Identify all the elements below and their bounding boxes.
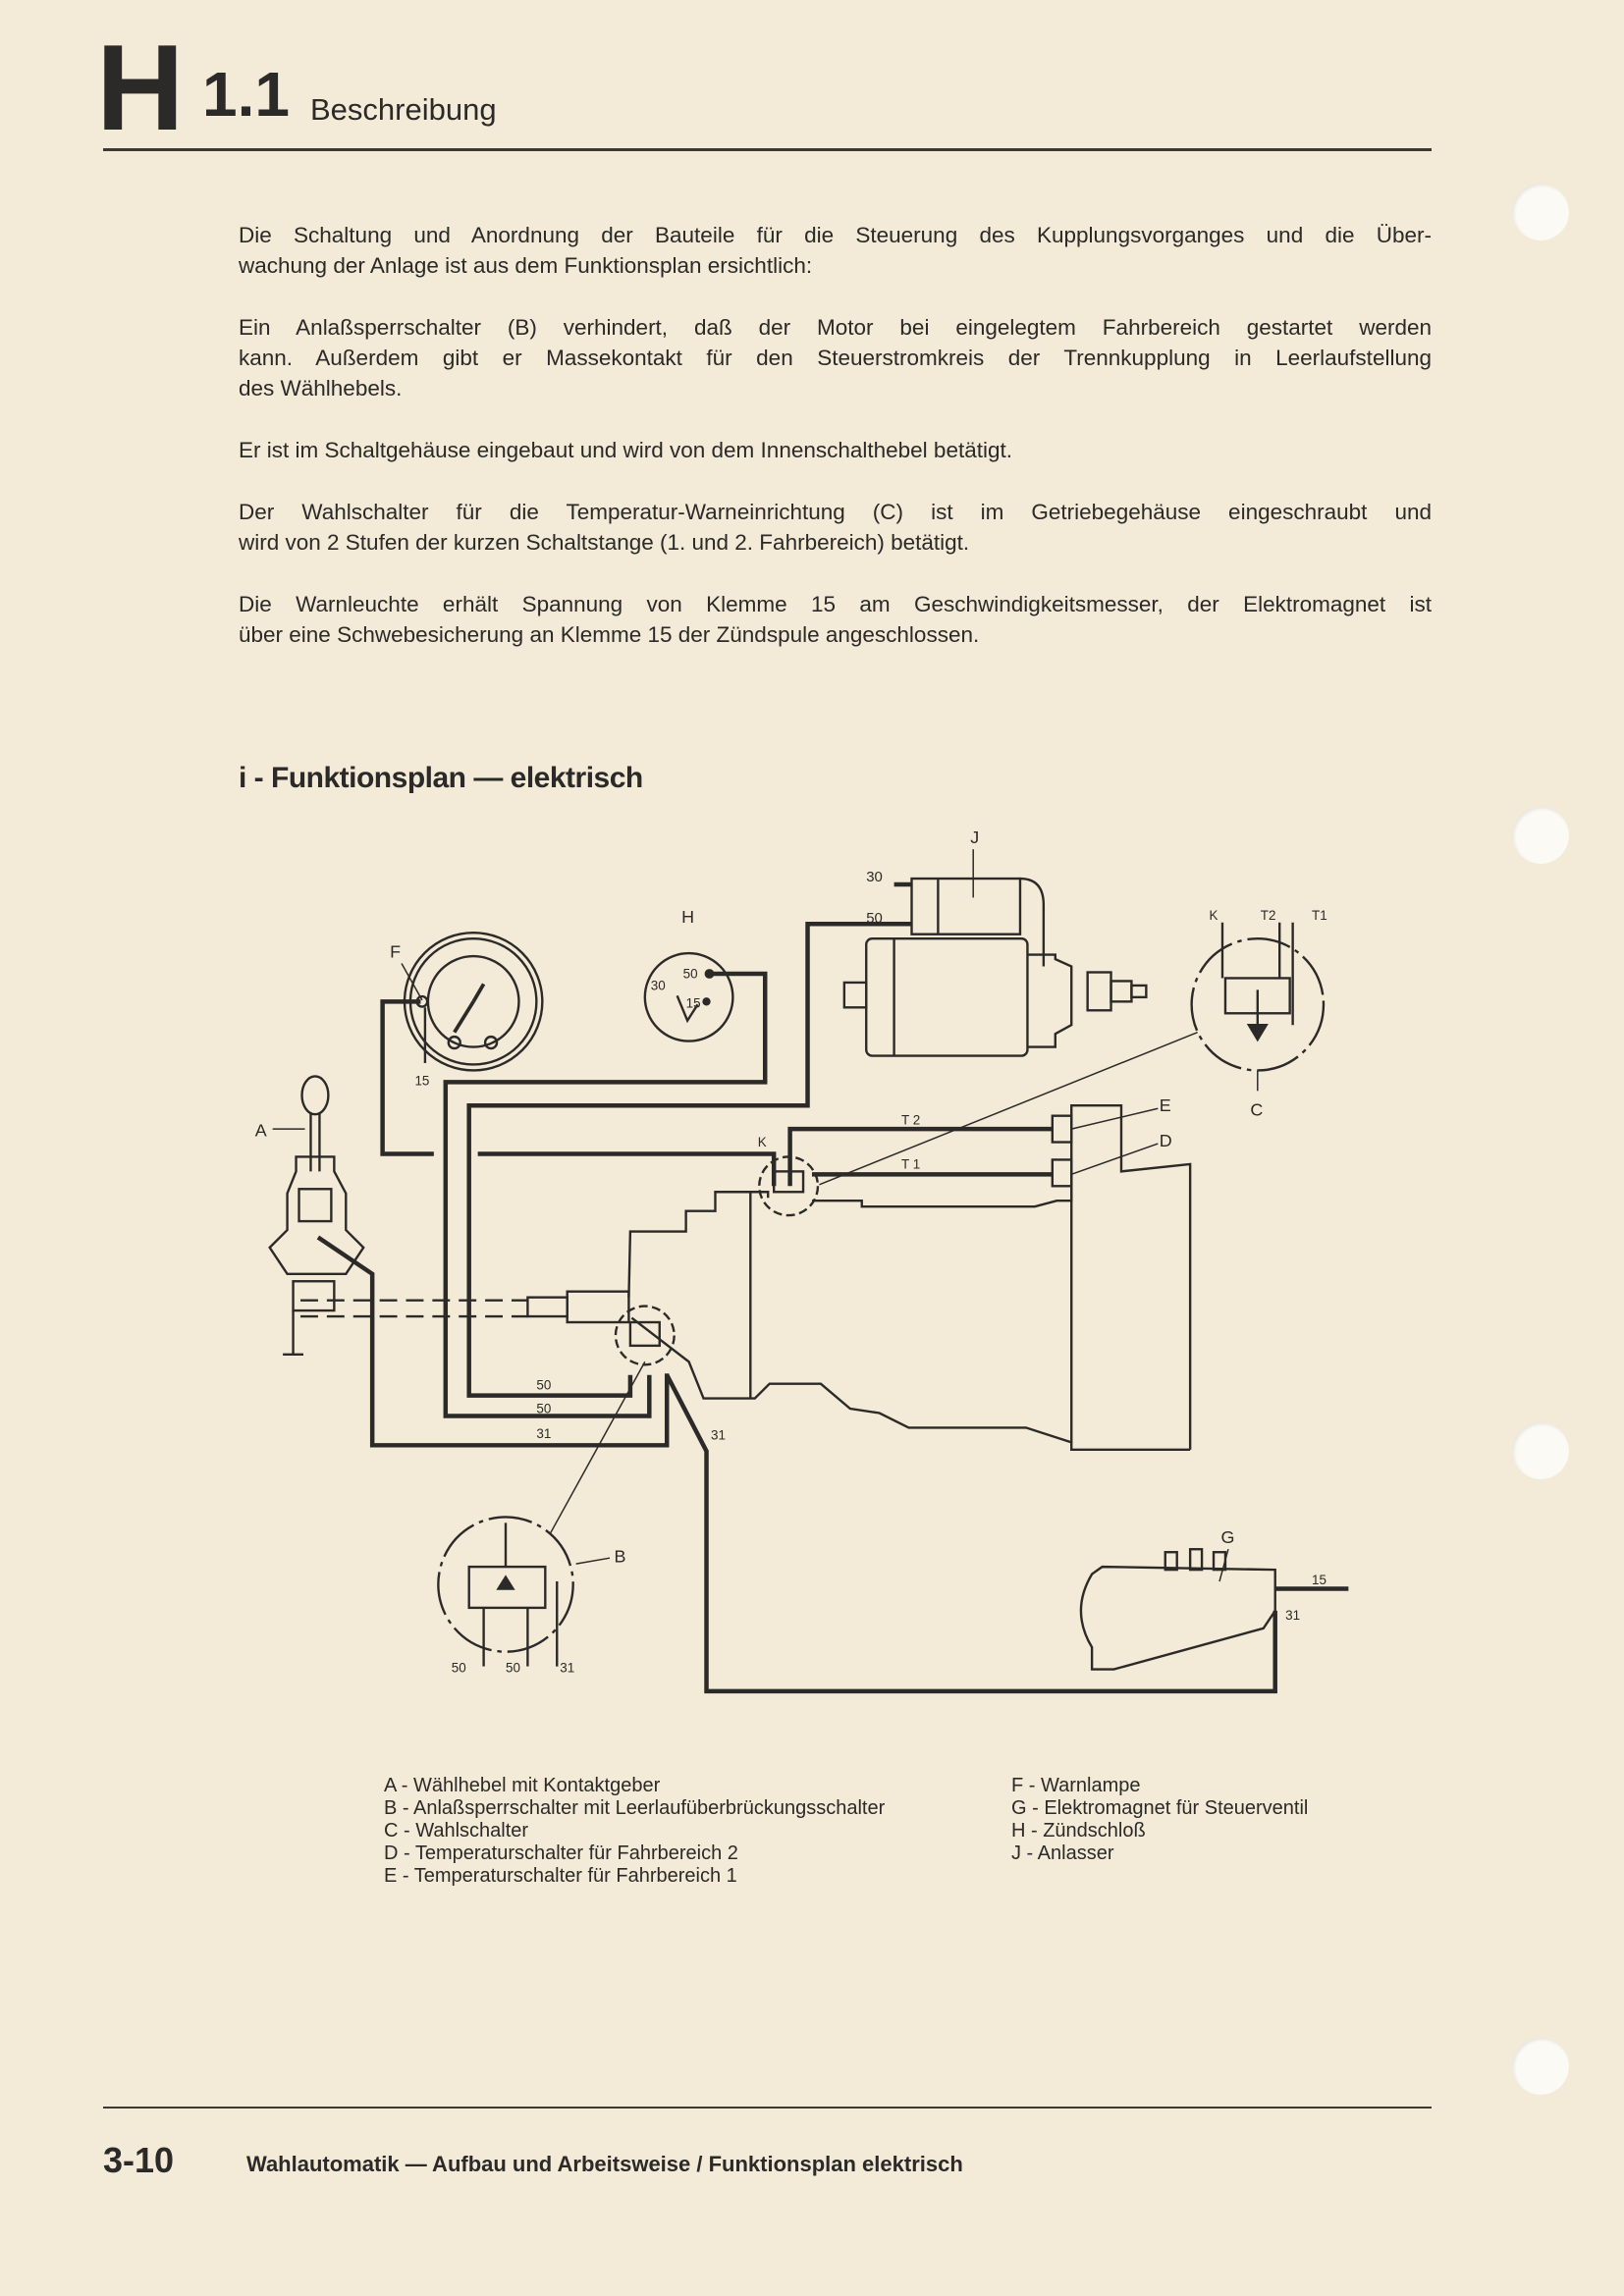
label-d: D (1160, 1131, 1172, 1150)
label-h-30: 30 (651, 978, 666, 992)
text-line: Die Warnleuchte erhält Spannung von Klem… (239, 592, 1432, 616)
warning-lamp-gauge (401, 932, 544, 1072)
paragraph: Er ist im Schaltgehäuse eingebaut und wi… (239, 435, 1432, 465)
selector-switch-detail (819, 922, 1326, 1186)
label-h: H (681, 907, 694, 927)
punch-hole (1512, 807, 1569, 864)
label-starter-50: 50 (866, 910, 883, 927)
legend-item: E - Temperaturschalter für Fahrbereich 1 (384, 1865, 737, 1887)
wire-warnlamp (380, 999, 434, 1156)
wire-starter-50 (466, 922, 912, 1398)
label-e: E (1160, 1095, 1171, 1115)
text-line: Ein Anlaßsperrschalter (B) verhindert, d… (239, 315, 1432, 340)
chapter-letter: H (96, 21, 185, 156)
label-t1: T 1 (901, 1156, 920, 1171)
header-rule (103, 148, 1432, 151)
label-wire-31: 31 (711, 1427, 726, 1442)
label-j: J (970, 828, 979, 847)
legend-item: F - Warnlampe (1011, 1775, 1141, 1796)
legend-item: D - Temperaturschalter für Fahrbereich 2 (384, 1842, 738, 1864)
label-b-31: 31 (560, 1661, 574, 1676)
section-number: 1.1 (202, 59, 290, 130)
legend-item: J - Anlasser (1011, 1842, 1114, 1864)
label-c-k: K (1210, 908, 1218, 923)
text-line: des Wählhebels. (239, 376, 403, 400)
footer-title: Wahlautomatik — Aufbau und Arbeitsweise … (246, 2152, 963, 2176)
punch-hole (1512, 184, 1569, 240)
footer-rule (103, 2107, 1432, 2109)
label-wire-31: 31 (536, 1426, 551, 1441)
label-k: K (758, 1135, 767, 1149)
label-g: G (1220, 1527, 1234, 1547)
paragraph: Die Schaltung und Anordnung der Bauteile… (239, 220, 1432, 281)
punch-hole (1512, 2038, 1569, 2095)
legend-item: C - Wahlschalter (384, 1820, 529, 1842)
text-line: Er ist im Schaltgehäuse eingebaut und wi… (239, 438, 1012, 462)
text-line: wachung der Anlage ist aus dem Funktions… (239, 253, 813, 278)
legend-item: H - Zündschloß (1011, 1820, 1146, 1842)
label-b-50: 50 (452, 1661, 466, 1676)
label-h-15: 15 (686, 995, 701, 1010)
section-heading: i - Funktionsplan — elektrisch (239, 762, 643, 794)
label-wire-50: 50 (536, 1402, 551, 1416)
label-b: B (614, 1547, 625, 1567)
starter-motor (842, 849, 1148, 1057)
paragraph: Der Wahlschalter für die Temperatur-Warn… (239, 497, 1432, 558)
label-c: C (1250, 1100, 1263, 1120)
legend-item: B - Anlaßsperrschalter mit Leerlaufüberb… (384, 1797, 886, 1819)
legend-left: A - Wählhebel mit Kontaktgeber B - Anlaß… (384, 1775, 885, 1888)
label-f: F (390, 942, 401, 962)
legend-item: A - Wählhebel mit Kontaktgeber (384, 1775, 661, 1796)
label-b-50: 50 (506, 1661, 520, 1676)
label-c-t2: T2 (1261, 908, 1276, 923)
solenoid-valve (1079, 1548, 1349, 1671)
wire-t2 (787, 1126, 1053, 1187)
selector-lever (268, 1075, 528, 1357)
text-line: wird von 2 Stufen der kurzen Schaltstang… (239, 530, 970, 555)
label-c-t1: T1 (1312, 908, 1327, 923)
start-inhibitor-switch-detail (437, 1361, 646, 1667)
punch-hole (1512, 1422, 1569, 1479)
paragraph: Die Warnleuchte erhält Spannung von Klem… (239, 589, 1432, 650)
wire-ignition-50 (443, 971, 768, 1418)
label-g-15: 15 (1312, 1573, 1326, 1587)
page-title: Beschreibung (310, 92, 497, 127)
label-f-15: 15 (414, 1073, 429, 1088)
wire-31-solenoid (665, 1373, 1277, 1694)
gearbox-housing (526, 1104, 1192, 1451)
legend-right: F - Warnlampe G - Elektromagnet für Steu… (1011, 1775, 1308, 1865)
paragraph: Ein Anlaßsperrschalter (B) verhindert, d… (239, 312, 1432, 403)
text-line: über eine Schwebesicherung an Klemme 15 … (239, 622, 980, 647)
text-line: kann. Außerdem gibt er Massekontakt für … (239, 346, 1432, 370)
page-number: 3-10 (103, 2140, 175, 2180)
label-h-50: 50 (683, 966, 698, 981)
text-line: Die Schaltung und Anordnung der Bauteile… (239, 223, 1432, 247)
label-g-31: 31 (1285, 1608, 1300, 1623)
text-line: Der Wahlschalter für die Temperatur-Warn… (239, 500, 1432, 524)
label-starter-30: 30 (866, 869, 883, 885)
wire-warnlamp-2 (477, 1151, 777, 1187)
legend-item: G - Elektromagnet für Steuerventil (1011, 1797, 1309, 1819)
label-wire-50: 50 (536, 1378, 551, 1393)
body-text: Die Schaltung und Anordnung der Bauteile… (239, 220, 1432, 681)
label-a: A (255, 1121, 267, 1141)
ignition-switch (643, 951, 734, 1042)
label-t2: T 2 (901, 1113, 920, 1128)
